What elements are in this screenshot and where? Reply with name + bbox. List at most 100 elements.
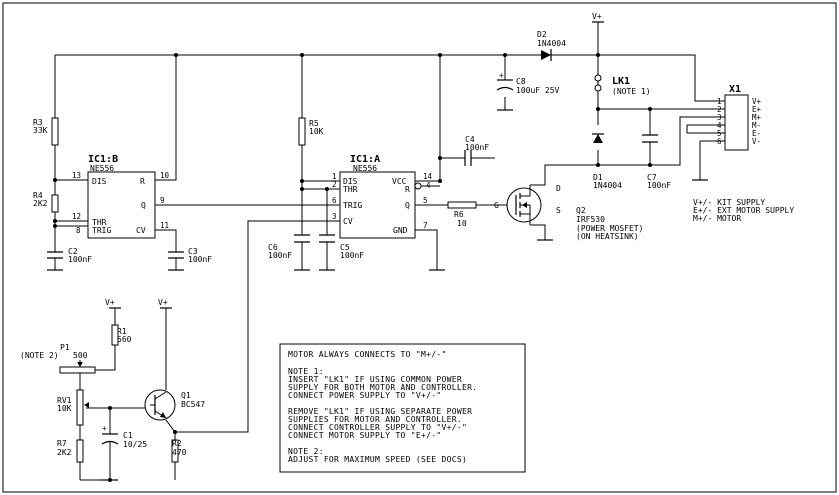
note-line: INSERT "LK1" IF USING COMMON POWER [288,375,462,384]
svg-text:2: 2 [717,105,722,114]
mosfet-q2: G D S Q2 IRF530 (POWER MOSFET) (ON HEATS… [494,184,643,241]
svg-text:V+: V+ [592,12,602,21]
ic1a-pin5: 5 [423,196,428,205]
svg-text:M-: M- [752,121,761,130]
svg-text:R1: R1 [117,327,127,336]
note-line: ADJUST FOR MAXIMUM SPEED (SEE DOCS) [288,455,467,464]
svg-text:1: 1 [717,97,722,106]
ic1b-ref: IC1:B [88,154,118,165]
ic1b-pin-dis: DIS [92,177,107,186]
svg-text:V+: V+ [752,97,762,106]
ic1a-pin-cv: CV [343,217,353,226]
svg-text:33K: 33K [33,126,48,135]
note-line: SUPPLIES FOR MOTOR AND CONTROLLER. [288,415,462,424]
svg-text:C3: C3 [188,247,198,256]
svg-text:10: 10 [457,219,467,228]
ic1a-pin-gnd: GND [393,226,408,235]
connector-x1: X1 1 2 3 4 5 6 V+ E+ M+ M- E- V- [717,84,762,151]
ic1a-pin-thr: THR [343,185,358,194]
svg-text:100nF: 100nF [340,251,364,260]
svg-text:3: 3 [717,113,722,122]
note-line: REMOVE "LK1" IF USING SEPARATE POWER [288,407,472,416]
svg-text:10K: 10K [309,127,324,136]
svg-text:E+/- EXT MOTOR SUPPLY: E+/- EXT MOTOR SUPPLY [693,206,794,215]
note-line: CONNECT POWER SUPPLY TO "V+/-" [288,391,442,400]
capacitor-c4: C4 100nF [464,135,489,166]
supply-legend: V+/- KIT SUPPLY E+/- EXT MOTOR SUPPLY M+… [693,198,794,223]
ic1a-pin-q: Q [405,201,410,210]
link-lk1: LK1 (NOTE 1) [594,74,651,96]
svg-text:C8: C8 [516,77,526,86]
ic1b-pin11: 11 [160,221,169,230]
svg-text:Q2: Q2 [576,206,586,215]
capacitor-c2: C2 100nF [47,247,92,264]
svg-text:100uF 25V: 100uF 25V [516,86,560,95]
svg-text:+: + [499,71,504,80]
resistor-r3: R3 33K [33,117,59,146]
ic1a-pin4: 4 [426,181,431,190]
resistor-r1: R1 560 [111,324,132,346]
svg-text:V+: V+ [158,298,168,307]
svg-text:100nF: 100nF [647,181,671,190]
ic1b-pin8: 8 [76,226,81,235]
ic1a-pin-r: R [405,185,410,194]
svg-text:6: 6 [717,137,722,146]
svg-text:R6: R6 [454,210,464,219]
svg-text:C5: C5 [340,243,350,252]
svg-text:D2: D2 [537,30,547,39]
ic1b-pin10: 10 [160,171,170,180]
svg-text:D: D [556,184,561,193]
ic1b-pin-cv: CV [136,226,146,235]
svg-text:(NOTE 2): (NOTE 2) [20,351,59,360]
svg-text:R2: R2 [172,439,182,448]
ic1a-part: NE556 [353,164,377,173]
svg-text:X1: X1 [729,84,741,95]
ic1a-pin-dis: DIS [343,177,358,186]
ic1b-chip: IC1:B NE556 DIS R THR TRIG Q CV 13 10 12… [72,154,170,239]
ic1a-pin-vcc: VCC [392,177,407,186]
note-line: NOTE 1: [288,367,324,376]
svg-text:P1: P1 [60,343,70,352]
ic1b-pin-thr: THR [92,218,107,227]
ic1a-pin6: 6 [332,196,337,205]
svg-text:100nF: 100nF [268,251,292,260]
svg-text:S: S [556,206,561,215]
notes-box: MOTOR ALWAYS CONNECTS TO "M+/-" NOTE 1: … [279,343,526,473]
ic1a-pin1: 1 [332,172,337,181]
svg-text:560: 560 [117,335,132,344]
svg-text:G: G [494,201,499,210]
svg-text:R5: R5 [309,119,319,128]
ic1a-pin7: 7 [423,221,428,230]
svg-text:470: 470 [172,448,187,457]
svg-text:V-: V- [752,137,761,146]
capacitor-c8: + C8 100uF 25V [496,71,560,95]
diode-d2: D2 1N4004 [537,30,566,61]
svg-text:IRF530: IRF530 [576,215,605,224]
svg-text:+: + [102,424,107,433]
svg-text:2K2: 2K2 [57,448,72,457]
svg-text:E+: E+ [752,105,762,114]
svg-text:M+/- MOTOR: M+/- MOTOR [693,214,741,223]
svg-text:D1: D1 [593,173,603,182]
svg-text:10K: 10K [57,404,72,413]
ic1a-pin2: 2 [332,180,337,189]
svg-text:4: 4 [717,121,722,130]
ic1a-pin14: 14 [423,172,433,181]
svg-text:M+: M+ [752,113,762,122]
ic1b-pin9: 9 [160,196,165,205]
svg-text:1N4004: 1N4004 [537,39,566,48]
svg-text:(POWER MOSFET): (POWER MOSFET) [576,224,643,233]
pot-p1: P1 (NOTE 2) 500 [20,343,96,374]
svg-text:100nF: 100nF [465,143,489,152]
svg-text:(NOTE 1): (NOTE 1) [612,87,651,96]
note-line: MOTOR ALWAYS CONNECTS TO "M+/-" [288,350,447,359]
svg-text:C2: C2 [68,247,78,256]
transistor-q1: Q1 BC547 [144,389,205,421]
note-line: SUPPLY FOR BOTH MOTOR AND CONTROLLER. [288,383,477,392]
ic1a-ref: IC1:A [350,154,380,165]
svg-text:LK1: LK1 [612,76,630,87]
capacitor-c1: + C1 10/25 [101,424,147,449]
svg-text:C4: C4 [465,135,475,144]
ic1a-pin3: 3 [332,212,337,221]
